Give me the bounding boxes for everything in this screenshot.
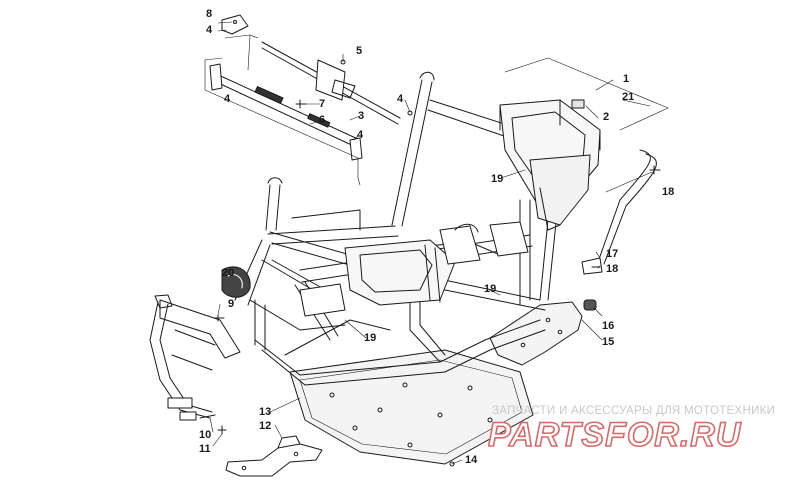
callout-19-top: 19: [491, 173, 504, 185]
upper-crossbar: [261, 41, 401, 125]
callout-4-lower: 4: [357, 129, 364, 141]
callout-9: 9: [228, 298, 235, 310]
callout-19-bottom: 19: [364, 332, 377, 344]
engine-cradle: [299, 221, 529, 317]
callout-7: 7: [319, 98, 326, 110]
callout-21: 21: [622, 91, 635, 103]
callout-12: 12: [259, 420, 272, 432]
callout-13: 13: [259, 406, 272, 418]
callout-2: 2: [603, 111, 610, 123]
callout-14: 14: [465, 454, 478, 466]
front-bumper: [149, 294, 241, 421]
callout-8: 8: [206, 8, 213, 20]
callout-10: 10: [199, 429, 212, 441]
callout-18-bottom: 18: [606, 263, 619, 275]
floor-pan: [289, 349, 534, 465]
callout-17: 17: [606, 248, 619, 260]
callout-20: 20: [222, 267, 235, 279]
watermark-logo: PARTSFOR.RU: [488, 416, 742, 452]
callout-4-top: 4: [206, 24, 213, 36]
watermark-tagline: ЗАПЧАСТИ И АКСЕССУАРЫ ДЛЯ МОТОТЕХНИКИ: [492, 405, 776, 417]
callout-5: 5: [356, 45, 363, 57]
main-frame: [234, 71, 586, 386]
callout-18-top: 18: [662, 186, 675, 198]
rear-cage: [499, 99, 601, 231]
bottom-bracket: [225, 435, 323, 477]
callout-15: 15: [602, 336, 615, 348]
callout-4-right: 4: [397, 93, 404, 105]
front-guard: [221, 266, 251, 298]
callout-1: 1: [623, 73, 630, 85]
callout-6: 6: [319, 114, 326, 126]
rear-brace: [581, 149, 657, 275]
callout-11: 11: [199, 443, 211, 455]
callout-4-left: 4: [224, 93, 231, 105]
watermark-logo-text: PARTSFOR.RU: [488, 416, 742, 452]
callout-16: 16: [602, 320, 615, 332]
leader-lines: [209, 21, 653, 465]
top-bracket: [221, 14, 249, 35]
lower-crossbar: [209, 63, 363, 161]
callout-3: 3: [358, 110, 365, 122]
callout-19-mid: 19: [484, 283, 497, 295]
